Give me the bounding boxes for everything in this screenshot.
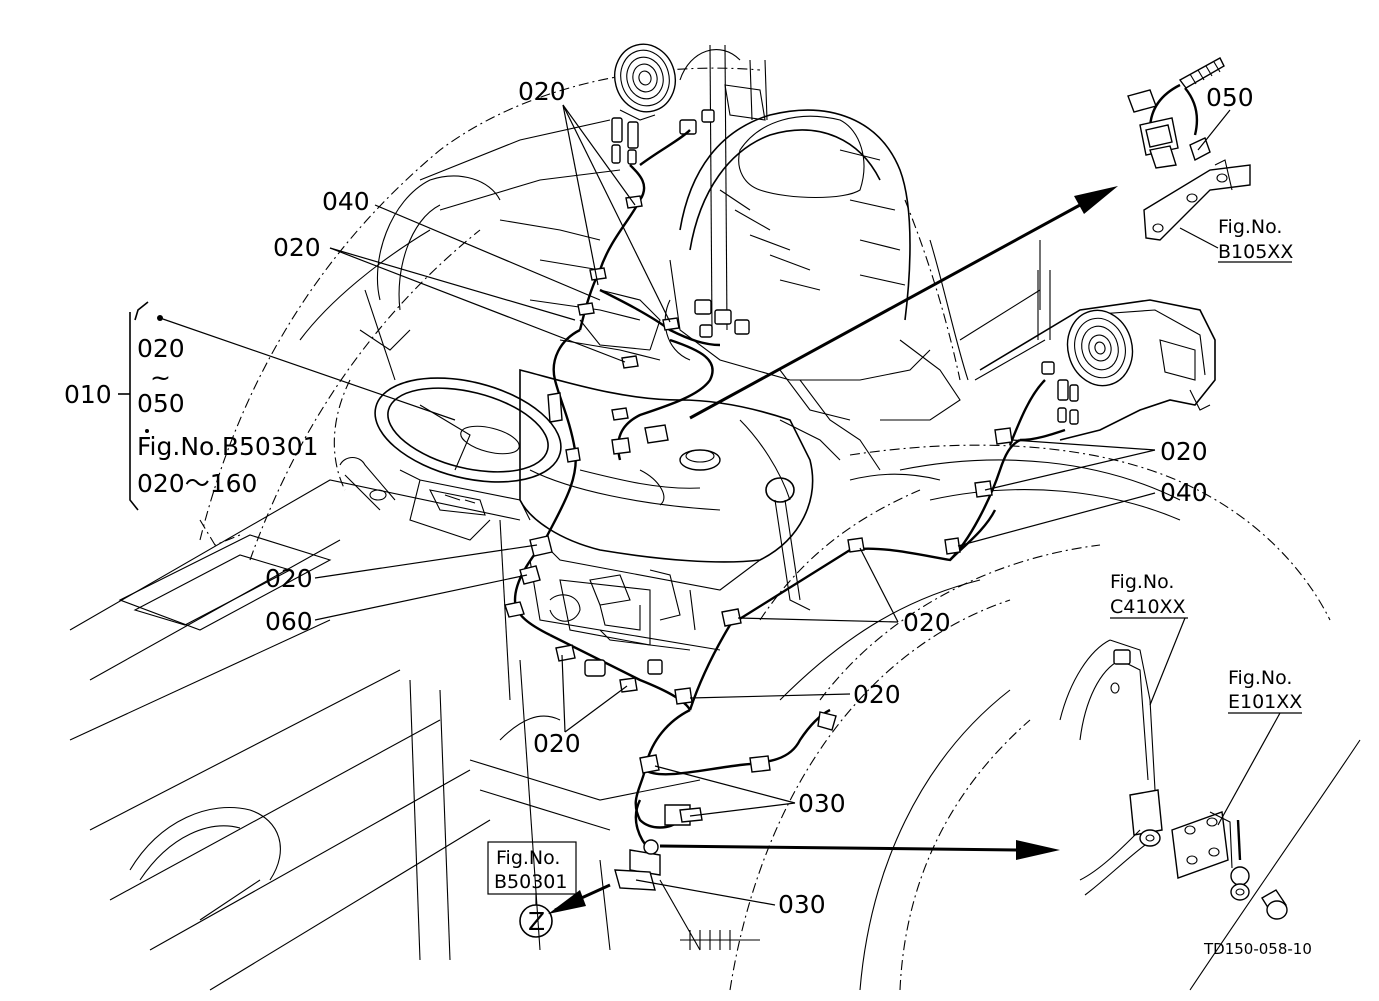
bracket-line-range: 020～160: [137, 469, 257, 498]
fig-ref-b50301-value: B50301: [494, 871, 567, 893]
callout-060: 060: [265, 607, 313, 636]
callout-020-top: 020: [518, 77, 566, 106]
assembly-bracket: [118, 301, 163, 511]
callout-040-left: 040: [322, 187, 370, 216]
inset-ground-bracket: [1059, 639, 1288, 920]
fig-ref-c410-value: C410XX: [1110, 596, 1186, 618]
direction-arrows: [548, 186, 1118, 914]
fig-ref-e101-value: E101XX: [1228, 691, 1302, 713]
fig-ref-c410-label: Fig.No.: [1110, 571, 1174, 593]
drawing-code: TD150-058-10: [1203, 940, 1312, 958]
callout-020-right: 020: [1160, 437, 1208, 466]
fig-ref-b105-value: B105XX: [1218, 241, 1293, 263]
callout-020-lower-right: 020: [853, 680, 901, 709]
harness-clips: [504, 195, 1013, 891]
fig-ref-b50301-label: Fig.No.: [496, 847, 560, 869]
inset-switch-050: [1127, 57, 1251, 241]
tractor-body-linework: [69, 44, 1361, 991]
horn-top: [611, 43, 715, 165]
callout-020-left: 020: [273, 233, 321, 262]
bracket-line-050: 050: [137, 389, 185, 418]
callout-020-mid-left: 020: [265, 564, 313, 593]
callout-030-right: 030: [798, 789, 846, 818]
wire-harness: [513, 129, 1066, 851]
bracket-line-tilde: ~: [150, 363, 171, 392]
callout-labels: 020 040 020 050 020 040 020 060 020 020 …: [64, 77, 1312, 958]
fig-ref-b105-label: Fig.No.: [1218, 216, 1282, 238]
leader-lines: [159, 104, 1281, 906]
fig-ref-e101-label: Fig.No.: [1228, 667, 1292, 689]
callout-030-bottom: 030: [778, 890, 826, 919]
callout-020-mid-right: 020: [903, 608, 951, 637]
callout-040-right: 040: [1160, 478, 1208, 507]
bracket-main-010: 010: [64, 380, 112, 409]
bracket-line-fig: Fig.No.B50301: [137, 432, 319, 461]
bracket-line-020: 020: [137, 334, 185, 363]
horn-right: [1041, 309, 1134, 425]
view-marker-z: Z: [528, 907, 545, 936]
fig-ref-underlines: [487, 261, 1302, 938]
callout-020-bottom: 020: [533, 729, 581, 758]
callout-050-top: 050: [1206, 83, 1254, 112]
